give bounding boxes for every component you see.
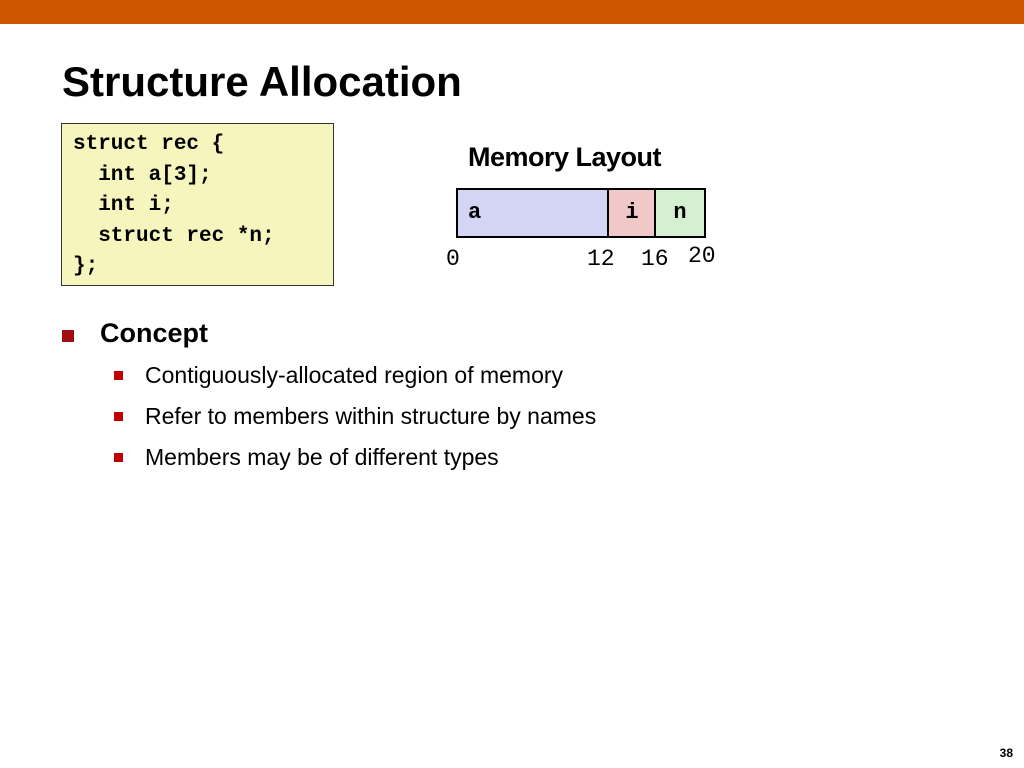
top-accent-bar (0, 0, 1024, 24)
memory-cell-a: a (456, 188, 610, 238)
square-bullet-icon (62, 330, 74, 342)
concept-label: Concept (100, 318, 208, 348)
memory-layout-title: Memory Layout (468, 142, 662, 172)
page-number: 38 (999, 746, 1013, 760)
code-line: }; (73, 255, 99, 278)
memory-cell-n: n (654, 188, 706, 238)
offset-label: 20 (688, 243, 716, 269)
code-line: struct rec *n; (73, 224, 275, 248)
code-line: int a[3]; (73, 163, 212, 187)
slide-title: Structure Allocation (62, 58, 462, 105)
offset-label: 12 (587, 246, 615, 272)
offset-label: 0 (446, 246, 460, 272)
list-item-text: Contiguously-allocated region of memory (145, 362, 564, 388)
offset-label: 16 (641, 246, 669, 272)
code-line: struct rec { (73, 133, 225, 156)
code-line: int i; (73, 194, 174, 217)
list-item-text: Refer to members within structure by nam… (145, 403, 597, 429)
square-bullet-icon (114, 453, 123, 462)
square-bullet-icon (114, 371, 123, 380)
memory-cell-i: i (607, 188, 657, 238)
square-bullet-icon (114, 412, 123, 421)
list-item-text: Members may be of different types (145, 444, 499, 470)
code-box: struct rec { int a[3]; int i; struct rec… (61, 123, 334, 286)
